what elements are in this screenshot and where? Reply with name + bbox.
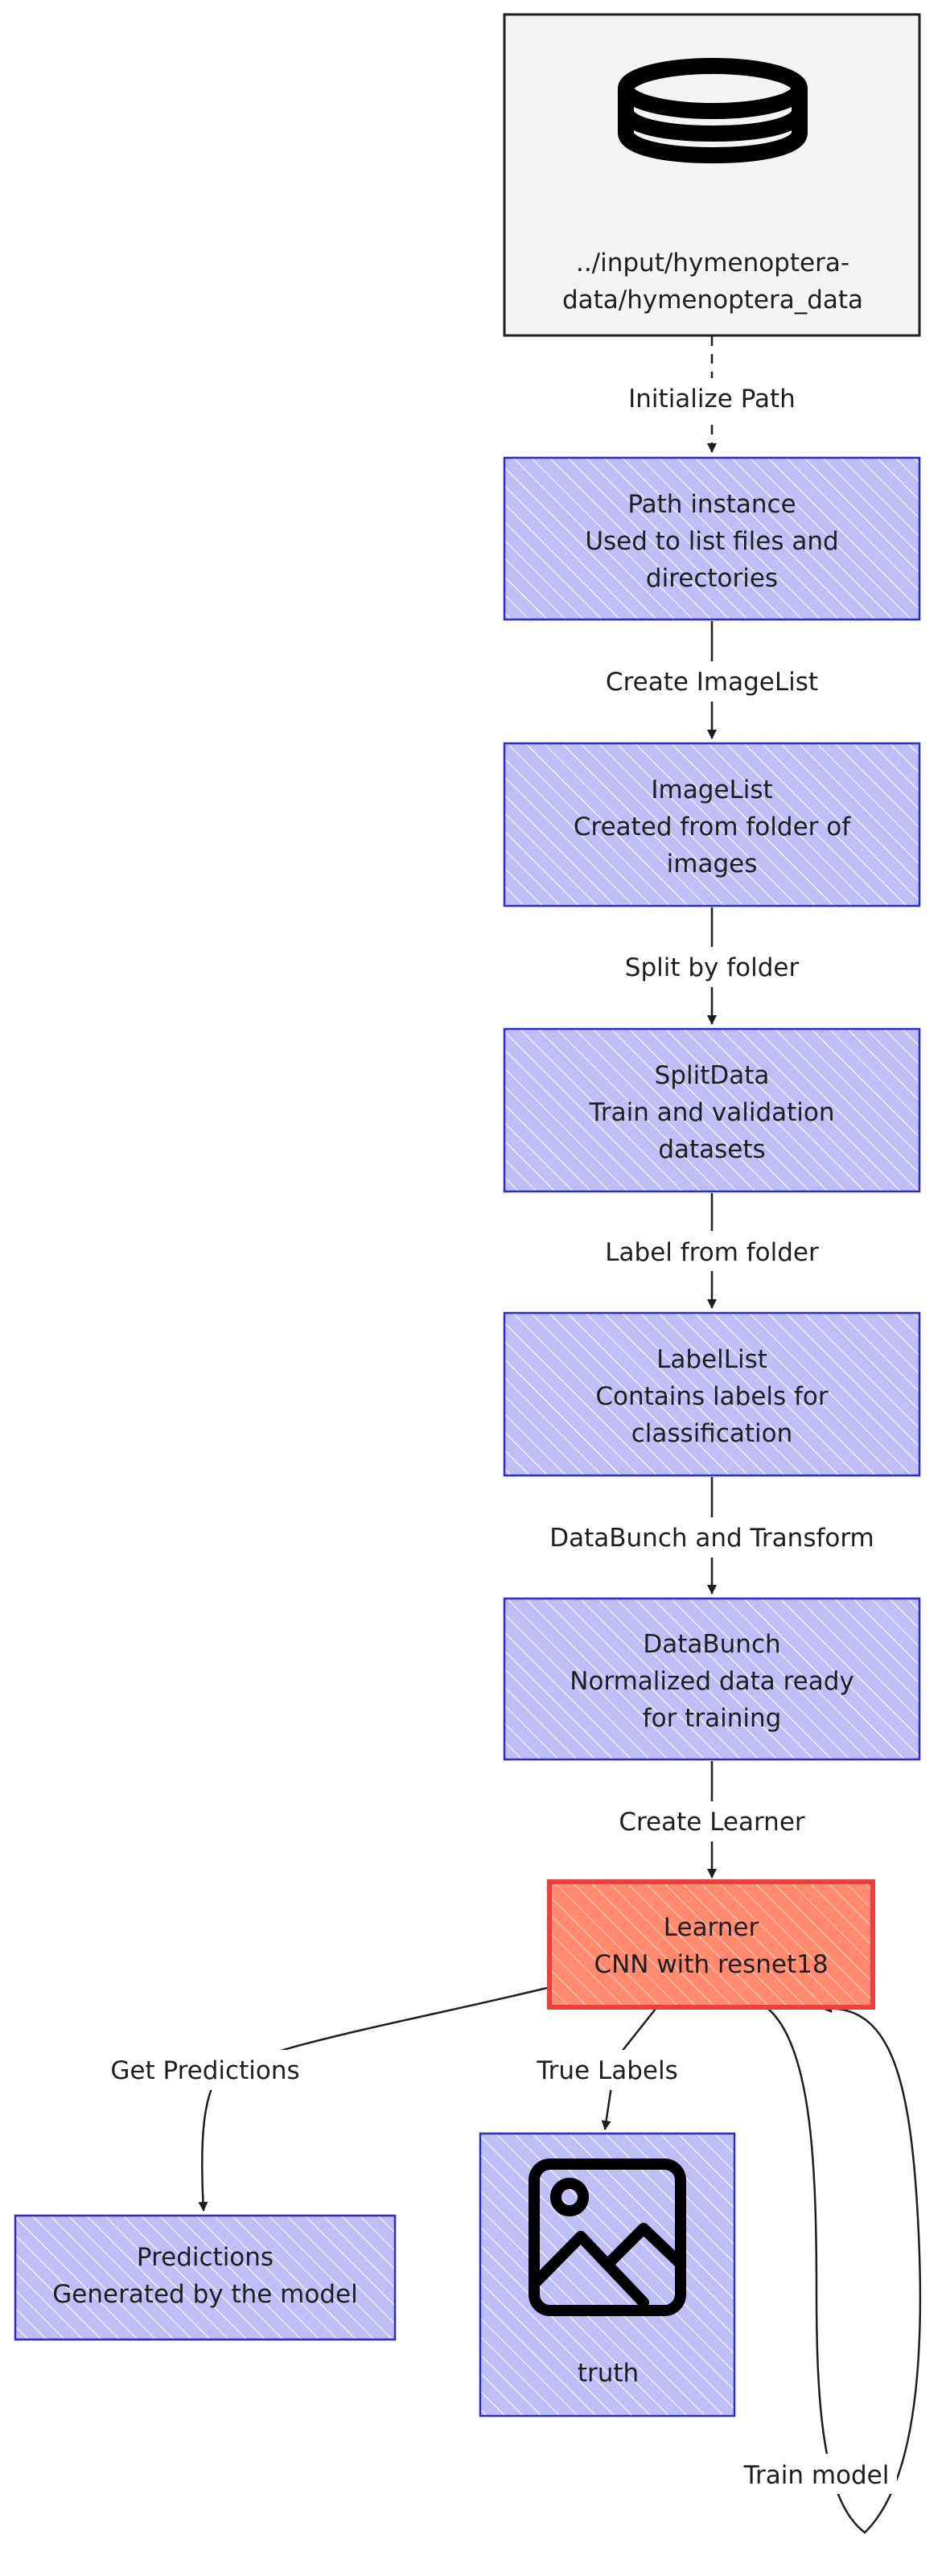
edge-label-true-labels: True Labels: [536, 2056, 677, 2085]
databunch-node-title: DataBunch: [643, 1630, 780, 1659]
edge-split-by-folder: Split by folder: [611, 907, 812, 1025]
learner-node-desc: CNN with resnet18: [594, 1950, 828, 1979]
predictions-node-desc: Generated by the model: [52, 2280, 357, 2309]
edge-create-learner: Create Learner: [611, 1761, 812, 1879]
labellist-node: LabelList Contains labels for classifica…: [503, 1311, 921, 1477]
database-icon: [618, 58, 808, 163]
edge-true-labels: True Labels: [527, 2008, 688, 2130]
edge-train-model: Train model: [736, 2003, 922, 2534]
path-node-desc-1: Used to list files and: [585, 527, 838, 556]
edge-label-train-model: Train model: [743, 2461, 890, 2490]
edge-label-label-from-folder: Label from folder: [605, 1238, 819, 1267]
imagelist-node-title: ImageList: [651, 776, 772, 804]
path-node-desc-2: directories: [646, 564, 778, 593]
path-instance-node: Path instance Used to list files and dir…: [503, 456, 921, 621]
learner-node: Learner CNN with resnet18: [547, 1879, 875, 2010]
edge-label-create-learner: Create Learner: [619, 1808, 805, 1837]
edge-label-databunch-transform: DataBunch and Transform: [549, 1524, 874, 1553]
edge-databunch-transform: DataBunch and Transform: [547, 1477, 877, 1595]
source-path-line-2: data/hymenoptera_data: [562, 286, 863, 315]
edge-get-predictions: Get Predictions: [105, 1986, 548, 2212]
imagelist-node-desc-1: Created from folder of: [574, 813, 851, 842]
edge-label-initialize-path: Initialize Path: [628, 385, 796, 414]
edge-label-create-imagelist: Create ImageList: [606, 668, 818, 697]
edge-create-imagelist: Create ImageList: [599, 621, 825, 739]
predictions-node: Predictions Generated by the model: [14, 2214, 397, 2341]
edge-label-get-predictions: Get Predictions: [110, 2056, 299, 2085]
truth-node-label: truth: [578, 2359, 639, 2388]
imagelist-node: ImageList Created from folder of images: [503, 742, 921, 907]
labellist-node-desc-1: Contains labels for: [595, 1382, 829, 1411]
databunch-node-desc-2: for training: [643, 1704, 782, 1733]
databunch-node-desc-1: Normalized data ready: [570, 1667, 854, 1696]
image-icon: [529, 2158, 686, 2316]
learner-node-title: Learner: [664, 1913, 759, 1942]
truth-node: truth: [479, 2132, 736, 2418]
edge-label-split-by-folder: Split by folder: [625, 953, 800, 982]
path-node-title: Path instance: [627, 490, 796, 519]
splitdata-node-title: SplitData: [655, 1061, 770, 1090]
edge-label-from-folder: Label from folder: [595, 1193, 829, 1309]
databunch-node: DataBunch Normalized data ready for trai…: [503, 1597, 921, 1761]
source-path-line-1: ../input/hymenoptera-: [576, 249, 849, 278]
labellist-node-title: LabelList: [656, 1345, 767, 1374]
edge-initialize-path: Initialize Path: [611, 336, 812, 453]
labellist-node-desc-2: classification: [631, 1419, 793, 1448]
splitdata-node-desc-1: Train and validation: [588, 1098, 834, 1127]
splitdata-node: SplitData Train and validation datasets: [503, 1027, 921, 1193]
splitdata-node-desc-2: datasets: [658, 1135, 765, 1164]
source-data-node: ../input/hymenoptera- data/hymenoptera_d…: [503, 13, 921, 337]
predictions-node-title: Predictions: [137, 2243, 274, 2272]
imagelist-node-desc-2: images: [667, 850, 758, 879]
